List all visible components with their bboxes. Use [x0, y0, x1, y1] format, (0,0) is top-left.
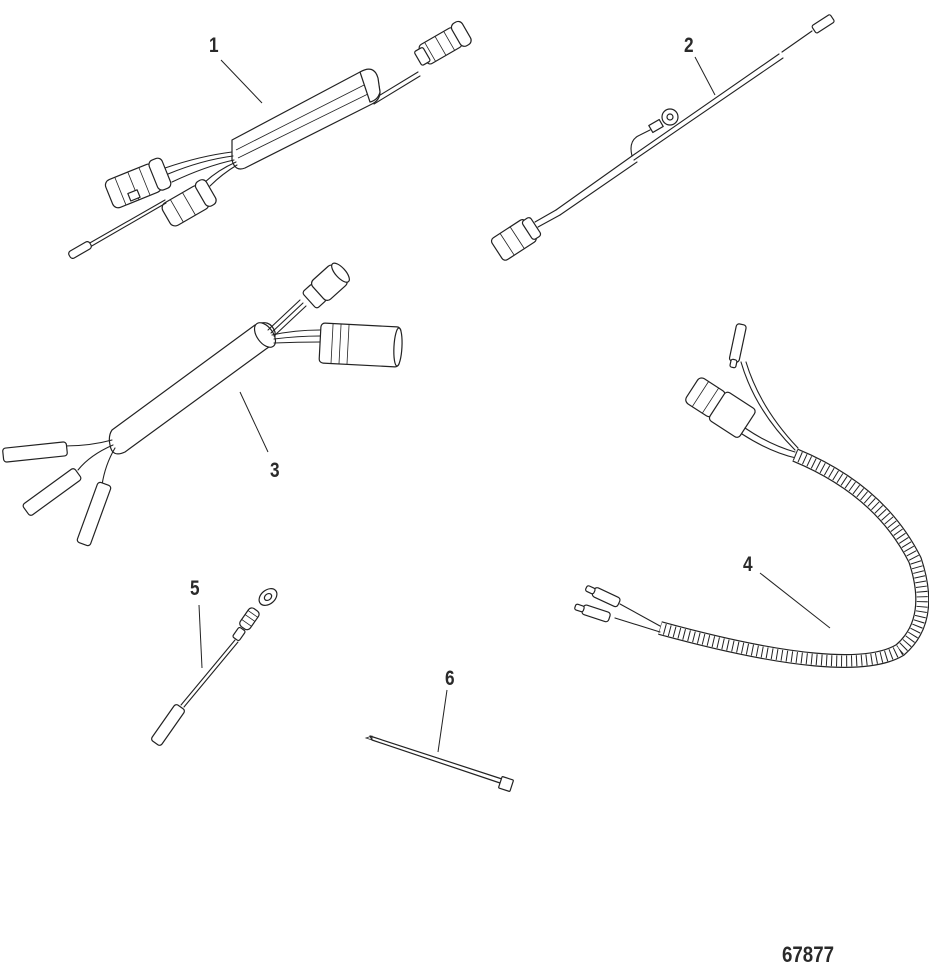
figure-number: 67877 — [782, 942, 835, 967]
part-3-harness — [2, 262, 403, 547]
callout-2: 2 — [684, 34, 694, 57]
callout-4: 4 — [743, 553, 753, 576]
callout-1: 1 — [209, 34, 219, 57]
part-4-harness — [574, 323, 929, 668]
part-6-cable-tie — [364, 735, 514, 792]
callout-6: 6 — [445, 667, 455, 690]
callout-5: 5 — [190, 577, 200, 600]
callout-3: 3 — [270, 459, 280, 482]
part-1-harness — [68, 20, 472, 259]
part-2-harness — [490, 14, 835, 261]
leader-lines — [198, 56, 831, 753]
part-5-ground-lead — [151, 588, 278, 746]
